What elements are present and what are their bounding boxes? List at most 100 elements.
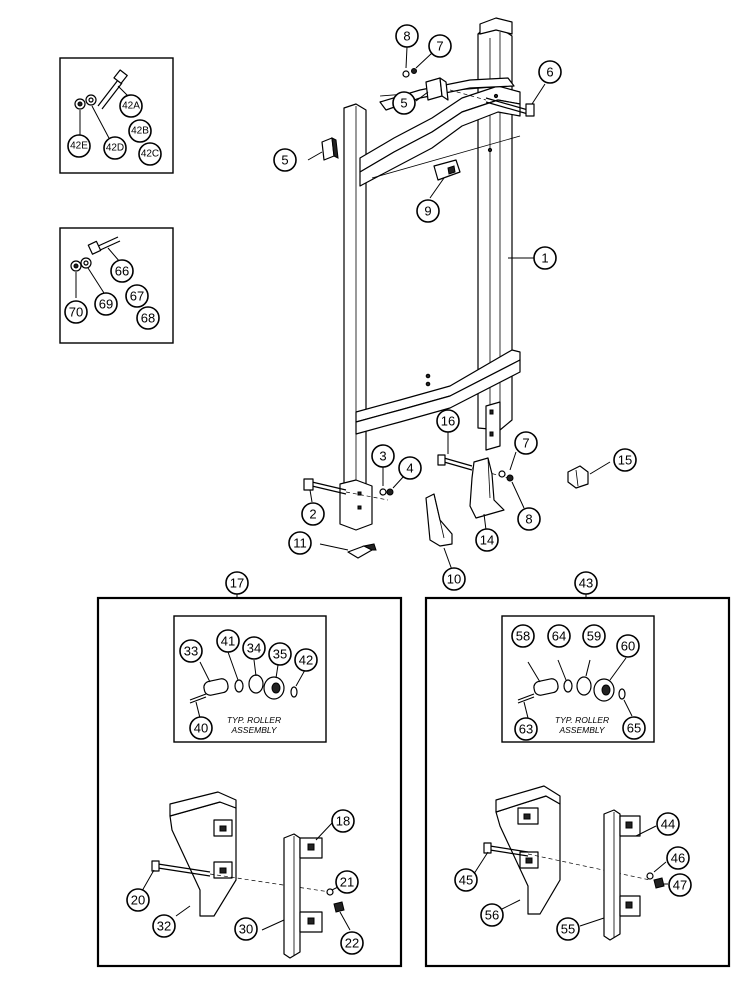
callout-56: 56 [480,903,504,927]
plate-10-drawing [425,493,453,547]
svg-text:69: 69 [99,297,113,312]
callout-33: 33 [179,639,203,663]
callout-42: 42 [294,648,318,672]
callout-45: 45 [454,868,478,892]
svg-text:1: 1 [541,251,548,266]
callout-21: 21 [335,870,359,894]
roller-assembly-right-drawing [517,676,626,704]
callout-44: 44 [656,812,680,836]
callout-5-left: 5 [273,148,297,172]
callout-59: 59 [582,624,606,648]
main-leaders [307,46,611,571]
callout-34: 34 [242,636,266,660]
callout-4: 4 [398,456,422,480]
callout-5-top: 5 [392,91,416,115]
plate-14-drawing [469,457,505,519]
svg-text:55: 55 [561,922,575,937]
callout-58: 58 [511,624,535,648]
bracket-5-left-drawing [321,137,339,161]
roller-assembly-left-drawing [189,674,298,704]
support-56-drawing [495,785,561,915]
svg-text:65: 65 [627,721,641,736]
bolt-20-drawing [151,860,211,877]
svg-text:42B: 42B [131,126,149,137]
caption-left-line1: TYP. ROLLER [227,715,281,725]
callout-55: 55 [556,917,580,941]
bolt-2-drawing [303,478,347,495]
bracket-15-drawing [567,465,589,489]
svg-text:60: 60 [621,639,635,654]
svg-text:14: 14 [480,533,494,548]
svg-text:59: 59 [587,629,601,644]
svg-text:42: 42 [299,653,313,668]
svg-text:63: 63 [519,722,533,737]
bracket-9-drawing [433,159,461,181]
callout-67: 67 [125,284,149,308]
callout-42c: 42C [138,142,162,166]
callout-64: 64 [547,624,571,648]
svg-text:45: 45 [459,873,473,888]
svg-text:5: 5 [281,153,288,168]
svg-text:30: 30 [239,922,253,937]
svg-text:16: 16 [441,414,455,429]
callout-42e: 42E [67,134,91,158]
callout-1: 1 [533,246,557,270]
svg-text:58: 58 [516,629,530,644]
callout-63: 63 [514,717,538,741]
svg-text:10: 10 [447,572,461,587]
support-32-drawing [169,791,237,917]
svg-text:3: 3 [379,449,386,464]
svg-text:41: 41 [221,634,235,649]
svg-text:18: 18 [336,814,350,829]
svg-text:17: 17 [230,576,244,591]
callout-15: 15 [613,448,637,472]
svg-text:15: 15 [618,453,632,468]
callout-2: 2 [301,502,325,526]
svg-text:11: 11 [293,536,307,551]
callout-9: 9 [416,199,440,223]
callout-7-top: 7 [428,34,452,58]
callout-30: 30 [234,917,258,941]
callout-66: 66 [110,259,134,283]
svg-text:40: 40 [194,721,208,736]
callout-7-lower: 7 [514,431,538,455]
callout-6: 6 [538,60,562,84]
svg-text:35: 35 [273,647,287,662]
svg-text:2: 2 [309,507,316,522]
svg-text:20: 20 [131,893,145,908]
callout-42a: 42A [119,94,143,118]
main-frame-drawing [339,17,521,531]
svg-text:42C: 42C [141,149,159,160]
hardware-inset-66 [59,227,174,344]
callout-20: 20 [126,888,150,912]
svg-text:4: 4 [406,461,413,476]
svg-text:44: 44 [661,817,675,832]
svg-text:7: 7 [522,436,529,451]
caption-right-line2: ASSEMBLY [558,725,605,735]
rail-55-drawing [603,809,641,941]
svg-text:66: 66 [115,264,129,279]
callout-42d: 42D [103,136,127,160]
callout-60: 60 [616,634,640,658]
svg-text:64: 64 [552,629,566,644]
callout-47: 47 [668,873,692,897]
svg-text:6: 6 [546,65,553,80]
svg-text:8: 8 [525,512,532,527]
callout-70: 70 [64,300,88,324]
svg-text:42A: 42A [122,101,140,112]
svg-text:43: 43 [579,576,593,591]
svg-text:33: 33 [184,644,198,659]
assembly-box-43 [424,596,731,968]
callout-3: 3 [371,444,395,468]
callout-35: 35 [268,642,292,666]
callout-42b: 42B [128,119,152,143]
svg-text:34: 34 [247,641,261,656]
svg-text:7: 7 [436,39,443,54]
bracket-11-drawing [347,543,377,559]
callout-46: 46 [666,846,690,870]
callout-40: 40 [189,716,213,740]
svg-text:32: 32 [157,919,171,934]
callout-65: 65 [622,716,646,740]
callout-69: 69 [94,292,118,316]
